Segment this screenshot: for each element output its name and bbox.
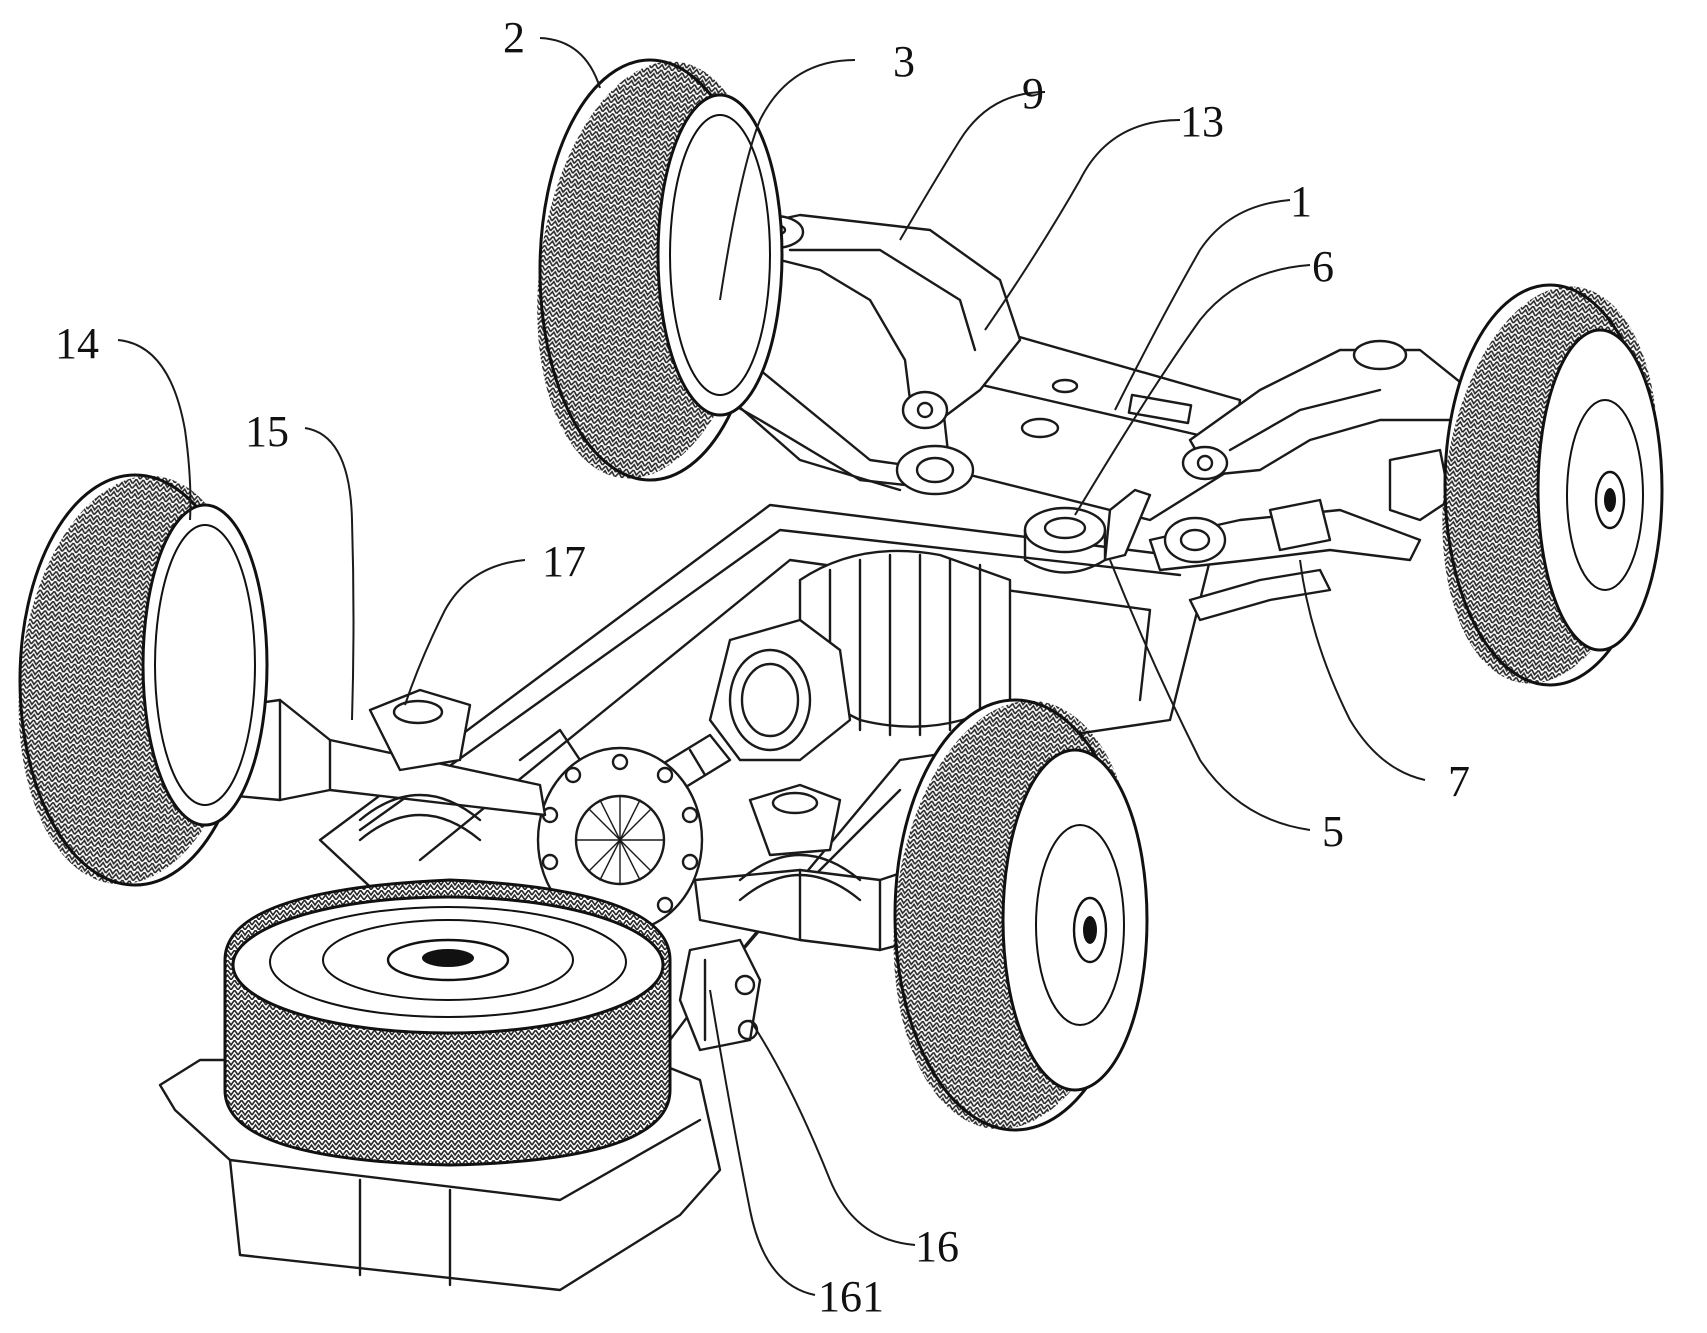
callout-15: 15 [245,407,289,456]
callout-3: 3 [893,37,915,86]
leader-9 [899,91,1046,241]
callout-13: 13 [1180,97,1224,146]
wheel-rear-left [18,473,269,887]
leader-7 [1299,559,1426,781]
leader-2 [539,37,601,89]
callout-1: 1 [1290,177,1312,226]
wheel-rear-right [893,698,1149,1132]
callout-14: 14 [55,319,99,368]
callout-16: 16 [915,1222,959,1271]
callout-6: 6 [1312,242,1334,291]
spare-wheel [223,878,672,1167]
wheel-front-right [1442,283,1664,687]
callout-17: 17 [542,537,586,586]
leader-1 [1114,199,1291,411]
leader-17 [404,559,526,706]
callout-161: 161 [818,1272,884,1321]
leader-6 [1074,264,1311,516]
leader-14 [117,339,192,521]
leader-5 [1109,559,1311,831]
callout-7: 7 [1448,757,1470,806]
callout-9: 9 [1022,69,1044,118]
callout-2: 2 [503,13,525,62]
leader-lines [117,37,1426,1296]
leader-3 [719,59,856,301]
leader-161 [709,989,816,1296]
drivetrain [168,549,1012,1052]
leader-13 [984,119,1181,331]
callout-5: 5 [1322,807,1344,856]
wheel-front-left [537,58,784,482]
leader-16 [749,1019,916,1246]
leader-15 [304,427,355,721]
